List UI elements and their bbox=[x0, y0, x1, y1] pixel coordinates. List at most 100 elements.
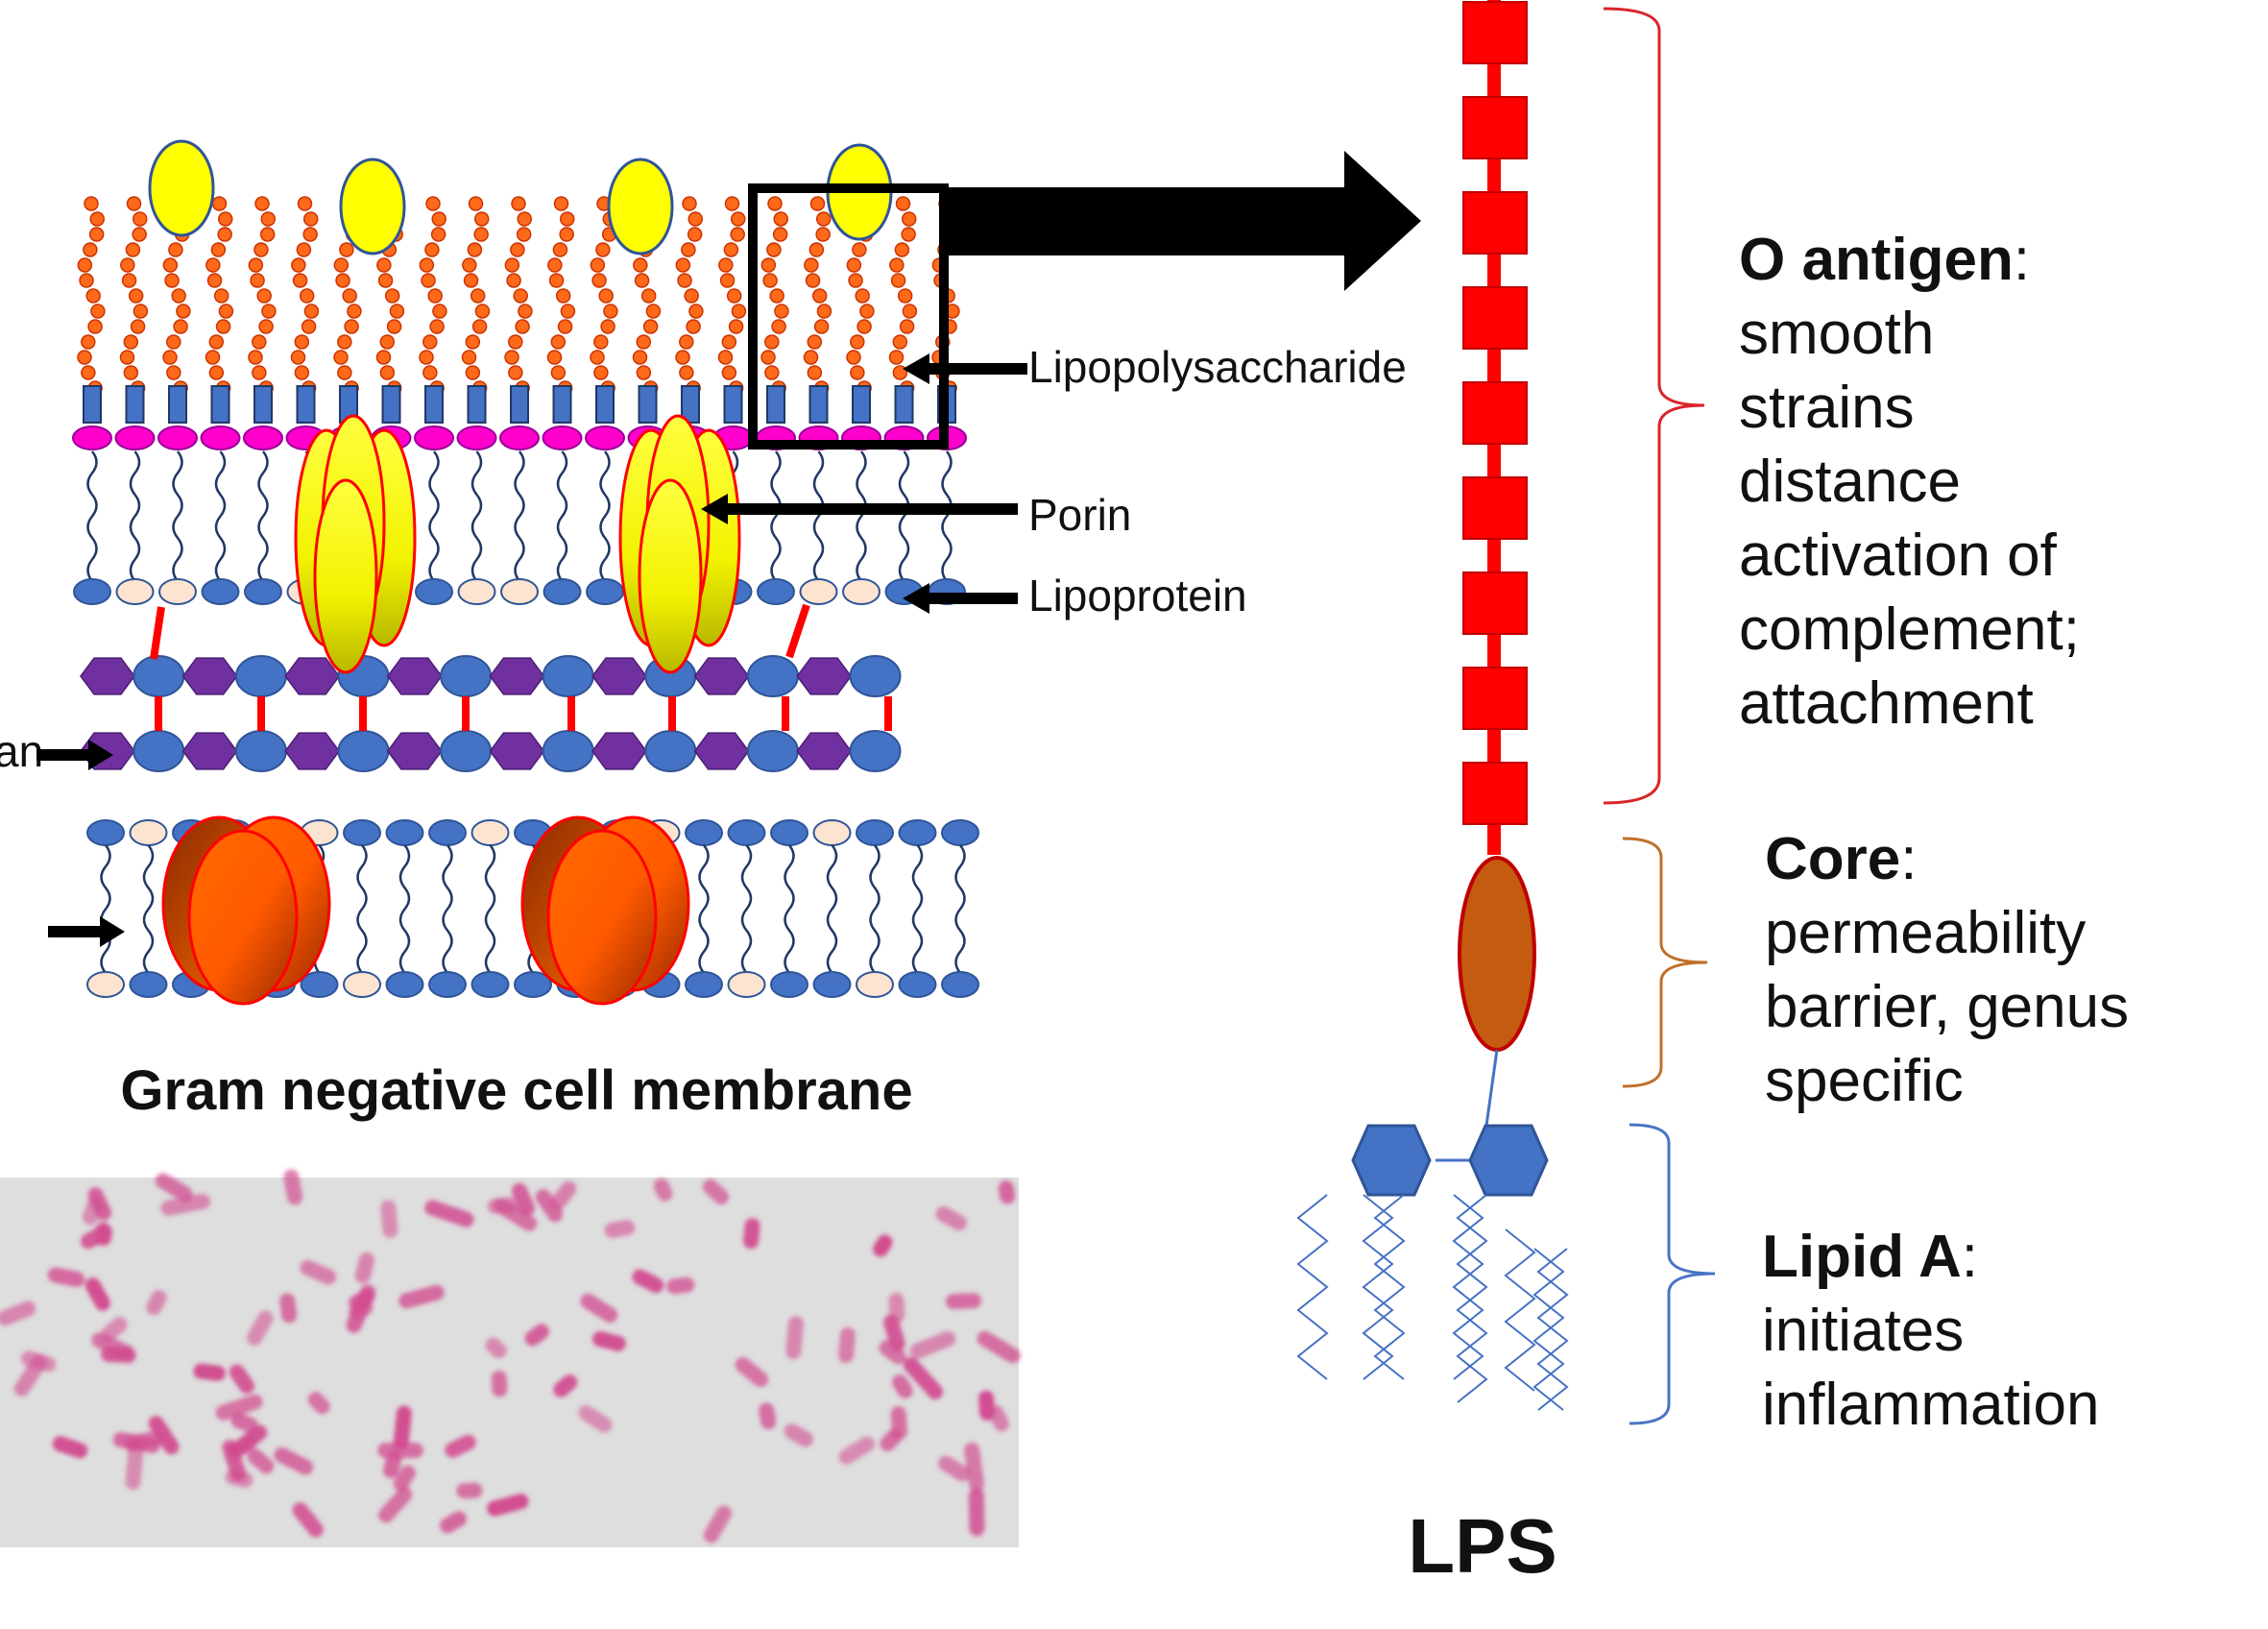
fatty-acid-tail bbox=[698, 844, 710, 974]
lps-sugar-bead bbox=[248, 257, 264, 273]
fatty-acid-chain bbox=[1296, 1194, 1329, 1380]
lps-sugar-bead bbox=[89, 211, 105, 227]
lps-sugar-bead bbox=[296, 242, 312, 257]
lipid-a-anchor bbox=[595, 385, 615, 424]
lps-chain bbox=[504, 196, 533, 396]
lps-sugar-bead bbox=[421, 273, 436, 288]
lps-sugar-bead bbox=[462, 257, 477, 273]
lipid-a-anchor bbox=[852, 385, 871, 424]
lps-sugar-bead bbox=[675, 350, 690, 365]
bacterium-rod bbox=[52, 1436, 88, 1459]
bacterium-rod bbox=[653, 1178, 673, 1202]
lps-sugar-bead bbox=[846, 350, 861, 365]
porin-arrow bbox=[701, 494, 1018, 524]
lps-sugar-bead bbox=[548, 273, 565, 288]
lps-sugar-bead bbox=[126, 196, 142, 211]
lps-sugar-bead bbox=[684, 288, 699, 304]
membrane-protein bbox=[520, 815, 690, 1006]
bacterium-rod bbox=[300, 1259, 337, 1285]
fatty-acid-tail bbox=[356, 844, 368, 974]
inner-membrane-proteins bbox=[161, 815, 690, 1006]
inner-leaflet-head bbox=[842, 578, 881, 605]
inner-membrane-head bbox=[129, 971, 168, 998]
inner-membrane-head bbox=[941, 819, 979, 846]
lps-sugar-bead bbox=[894, 242, 910, 257]
core-name: Core bbox=[1765, 826, 1901, 892]
bacterium-rod bbox=[735, 1357, 769, 1387]
lps-sugar-bead bbox=[422, 365, 438, 380]
lps-sugar-bead bbox=[77, 257, 93, 273]
lps-sugar-bead bbox=[890, 273, 906, 288]
nag-sugar bbox=[234, 655, 287, 697]
lps-arrow bbox=[903, 353, 1027, 384]
lps-sugar-bead bbox=[511, 196, 526, 211]
fatty-acid-chain bbox=[1536, 1248, 1569, 1411]
core-line: permeability bbox=[1765, 900, 2087, 966]
lps-sugar-bead bbox=[419, 257, 435, 273]
lps-sugar-bead bbox=[848, 273, 863, 288]
bacterium-rod bbox=[215, 1394, 263, 1421]
lps-sugar-bead bbox=[297, 196, 313, 211]
lps-sugar-bead bbox=[642, 319, 659, 334]
fatty-acid-tail bbox=[826, 844, 838, 974]
lps-chain bbox=[760, 196, 789, 396]
bacterium-rod bbox=[491, 1370, 508, 1398]
fatty-acid-tail bbox=[514, 450, 525, 582]
inner-membrane-head bbox=[470, 819, 510, 846]
lps-sugar-bead bbox=[473, 227, 489, 242]
core-bracket bbox=[1622, 837, 1708, 1088]
o-antigen-repeat-unit bbox=[1462, 571, 1528, 635]
inner-membrane-head bbox=[385, 819, 424, 846]
lps-sugar-bead bbox=[213, 288, 229, 304]
lps-sugar-bead bbox=[508, 334, 523, 350]
fatty-acid-tail bbox=[911, 844, 924, 974]
lps-sugar-bead bbox=[132, 227, 147, 242]
nag-sugar bbox=[644, 730, 697, 772]
lps-sugar-bead bbox=[677, 273, 692, 288]
lps-sugar-bead bbox=[217, 211, 233, 227]
lipoprotein-link bbox=[150, 606, 165, 660]
lps-sugar-bead bbox=[682, 196, 697, 211]
nam-sugar bbox=[591, 732, 647, 770]
bacterium-rod bbox=[155, 1173, 193, 1203]
lipid-a-anchor bbox=[253, 385, 273, 424]
inner-membrane-head bbox=[898, 819, 937, 846]
nag-sugar bbox=[849, 655, 902, 697]
lps-sugar-bead bbox=[633, 257, 648, 273]
nam-sugar bbox=[284, 732, 341, 770]
fatty-acid-tail bbox=[86, 450, 98, 582]
nam-sugar bbox=[489, 657, 545, 695]
inner-leaflet-head bbox=[244, 578, 282, 605]
lps-sugar-bead bbox=[431, 211, 446, 227]
lps-sugar-bead bbox=[687, 227, 703, 242]
bacterium-rod bbox=[784, 1423, 813, 1447]
inner-membrane-head bbox=[770, 819, 808, 846]
lps-sugar-bead bbox=[81, 365, 96, 380]
lps-chain bbox=[461, 196, 491, 396]
nam-sugar bbox=[489, 732, 545, 770]
bacterium-rod bbox=[445, 1434, 476, 1458]
lps-sugar-bead bbox=[471, 319, 488, 334]
lps-sugar-bead bbox=[301, 319, 317, 334]
bacterium-rod bbox=[382, 1450, 402, 1478]
lps-sugar-bead bbox=[470, 288, 486, 304]
bacterium-rod bbox=[604, 1220, 636, 1238]
inner-leaflet-head bbox=[543, 578, 582, 605]
lps-sugar-bead bbox=[132, 211, 148, 227]
fatty-acid-tail bbox=[556, 450, 568, 582]
lps-sugar-bead bbox=[632, 350, 648, 365]
peptide-crossbridge bbox=[359, 696, 367, 731]
lps-molecule: LPS bbox=[1296, 0, 1569, 1589]
bacterium-rod bbox=[702, 1179, 730, 1205]
lps-sugar-bead bbox=[302, 227, 318, 242]
o-antigen-repeat-unit bbox=[1462, 762, 1528, 825]
porin-label: Porin bbox=[1028, 490, 1131, 540]
lps-sugar-bead bbox=[253, 242, 269, 257]
bacterium-rod bbox=[903, 1356, 944, 1400]
lps-sugar-bead bbox=[168, 242, 183, 257]
bacterium-rod bbox=[148, 1415, 180, 1455]
lps-sugar-bead bbox=[88, 227, 105, 242]
bacterium-rod bbox=[456, 1482, 483, 1499]
inner-leaflet-head bbox=[757, 578, 795, 605]
lps-sugar-bead bbox=[892, 365, 908, 380]
